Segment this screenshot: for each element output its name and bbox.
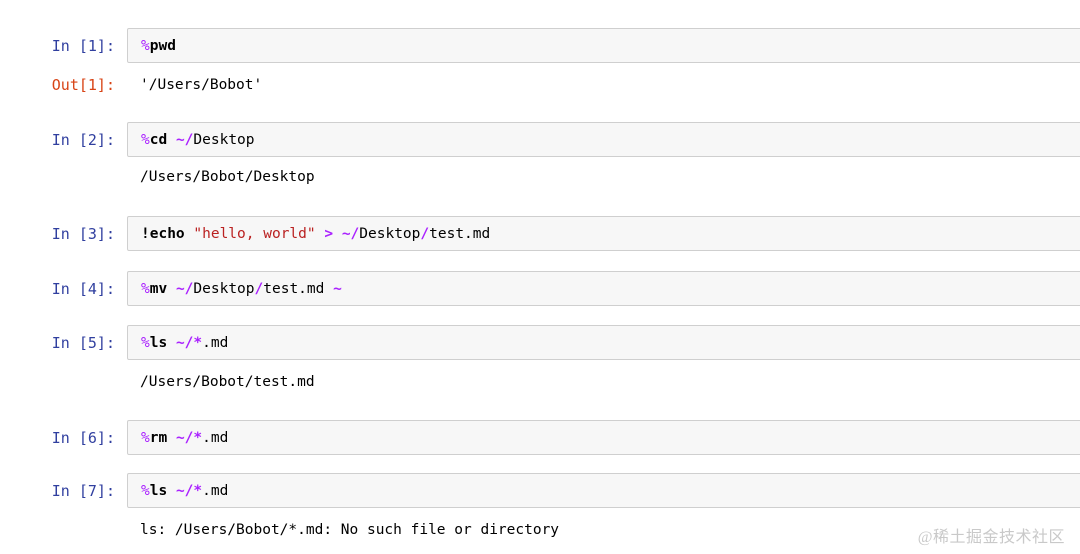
input-prompt: In [4]: bbox=[51, 279, 115, 298]
output-area: /Users/Bobot/test.md bbox=[0, 372, 1080, 392]
code-input[interactable]: !echo "hello, world" > ~/Desktop/test.md bbox=[127, 216, 1080, 251]
input-area: In [6]: %rm ~/*.md bbox=[0, 420, 1080, 455]
code-input[interactable]: %ls ~/*.md bbox=[127, 325, 1080, 360]
code-line: %ls ~/*.md bbox=[141, 482, 229, 499]
output-area: Out[1]: '/Users/Bobot' bbox=[0, 75, 1080, 95]
code-cell-4: In [4]: %mv ~/Desktop/test.md ~ bbox=[0, 271, 1080, 306]
input-area: In [1]: %pwd bbox=[0, 28, 1080, 63]
code-line: %cd ~/Desktop bbox=[141, 131, 255, 148]
code-cell-7: In [7]: %ls ~/*.md ls: /Users/Bobot/*.md… bbox=[0, 473, 1080, 540]
output-text: /Users/Bobot/test.md bbox=[140, 374, 315, 390]
output-text: ls: /Users/Bobot/*.md: No such file or d… bbox=[140, 522, 560, 538]
input-area: In [2]: %cd ~/Desktop bbox=[0, 122, 1080, 157]
code-line: %rm ~/*.md bbox=[141, 429, 229, 446]
code-line: %mv ~/Desktop/test.md ~ bbox=[141, 280, 342, 297]
code-input[interactable]: %pwd bbox=[127, 28, 1080, 63]
input-prompt: In [5]: bbox=[51, 333, 115, 352]
input-prompt: In [7]: bbox=[51, 481, 115, 500]
input-area: In [3]: !echo "hello, world" > ~/Desktop… bbox=[0, 216, 1080, 251]
input-prompt: In [3]: bbox=[51, 224, 115, 243]
code-cell-2: In [2]: %cd ~/Desktop /Users/Bobot/Deskt… bbox=[0, 122, 1080, 187]
output-area: /Users/Bobot/Desktop bbox=[0, 167, 1080, 187]
site-watermark: @稀土掘金技术社区 bbox=[917, 529, 1065, 546]
code-input[interactable]: %ls ~/*.md bbox=[127, 473, 1080, 508]
output-area: ls: /Users/Bobot/*.md: No such file or d… bbox=[0, 520, 1080, 540]
output-text: '/Users/Bobot' bbox=[140, 77, 263, 93]
input-area: In [7]: %ls ~/*.md bbox=[0, 473, 1080, 508]
input-area: In [4]: %mv ~/Desktop/test.md ~ bbox=[0, 271, 1080, 306]
output-text: /Users/Bobot/Desktop bbox=[140, 169, 315, 185]
code-input[interactable]: %rm ~/*.md bbox=[127, 420, 1080, 455]
input-prompt: In [1]: bbox=[51, 36, 115, 55]
code-cell-3: In [3]: !echo "hello, world" > ~/Desktop… bbox=[0, 216, 1080, 251]
code-line: %pwd bbox=[141, 37, 176, 54]
input-prompt: In [2]: bbox=[51, 130, 115, 149]
code-input[interactable]: %cd ~/Desktop bbox=[127, 122, 1080, 157]
input-area: In [5]: %ls ~/*.md bbox=[0, 325, 1080, 360]
code-cell-5: In [5]: %ls ~/*.md /Users/Bobot/test.md bbox=[0, 325, 1080, 392]
code-line: %ls ~/*.md bbox=[141, 334, 229, 351]
jupyter-notebook: In [1]: %pwd Out[1]: '/Users/Bobot' In [… bbox=[0, 28, 1080, 540]
input-prompt: In [6]: bbox=[51, 428, 115, 447]
code-line: !echo "hello, world" > ~/Desktop/test.md bbox=[141, 225, 491, 242]
output-prompt: Out[1]: bbox=[51, 76, 115, 94]
code-cell-1: In [1]: %pwd Out[1]: '/Users/Bobot' bbox=[0, 28, 1080, 95]
code-input[interactable]: %mv ~/Desktop/test.md ~ bbox=[127, 271, 1080, 306]
code-cell-6: In [6]: %rm ~/*.md bbox=[0, 420, 1080, 455]
